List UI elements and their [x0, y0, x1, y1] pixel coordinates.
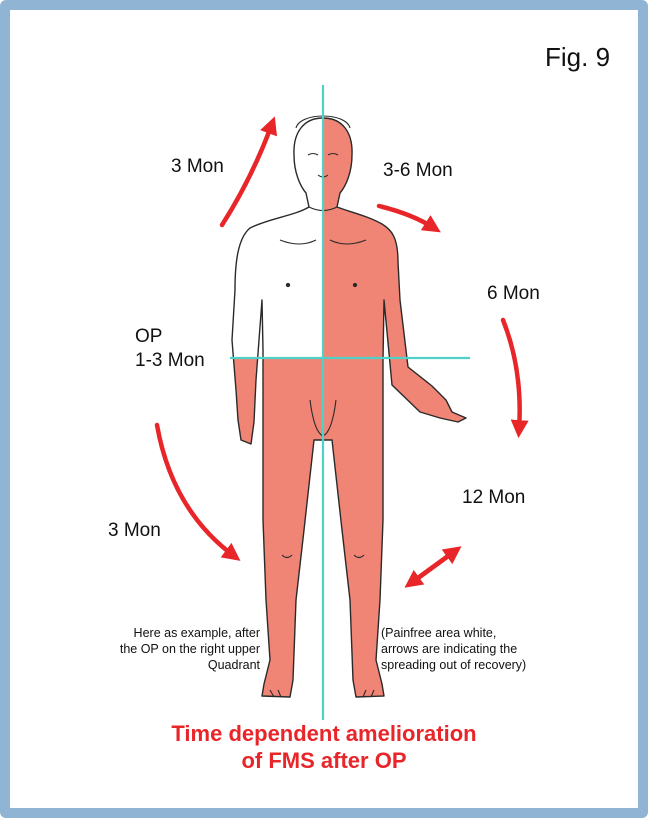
- arrow-head-up: [222, 124, 272, 225]
- arrow-right-leg-b: [411, 551, 455, 583]
- note-left-line: Quadrant: [110, 657, 260, 673]
- note-right-line: (Painfree area white,: [381, 625, 551, 641]
- caption-title-line1: Time dependent amelioration: [0, 720, 648, 747]
- note-right-line: arrows are indicating the: [381, 641, 551, 657]
- label-head: 3 Mon: [171, 156, 224, 178]
- arrow-left-leg-down: [157, 425, 234, 556]
- arrow-shoulder-right: [379, 206, 434, 228]
- arrow-right-arm-down: [503, 320, 520, 430]
- label-right-arm: 6 Mon: [487, 283, 540, 305]
- caption-title-line2: of FMS after OP: [0, 747, 648, 774]
- note-left-line: the OP on the right upper: [110, 641, 260, 657]
- note-right: (Painfree area white, arrows are indicat…: [381, 625, 551, 673]
- note-right-line: spreading out of recovery): [381, 657, 551, 673]
- label-op-months: 1-3 Mon: [135, 350, 205, 372]
- label-shoulder: 3-6 Mon: [383, 160, 453, 182]
- label-left-leg: 3 Mon: [108, 520, 161, 542]
- caption-title: Time dependent amelioration of FMS after…: [0, 720, 648, 774]
- note-left: Here as example, after the OP on the rig…: [110, 625, 260, 673]
- note-left-line: Here as example, after: [110, 625, 260, 641]
- label-right-leg: 12 Mon: [462, 487, 525, 509]
- figure-label: Fig. 9: [545, 42, 610, 73]
- label-op: OP: [135, 326, 162, 348]
